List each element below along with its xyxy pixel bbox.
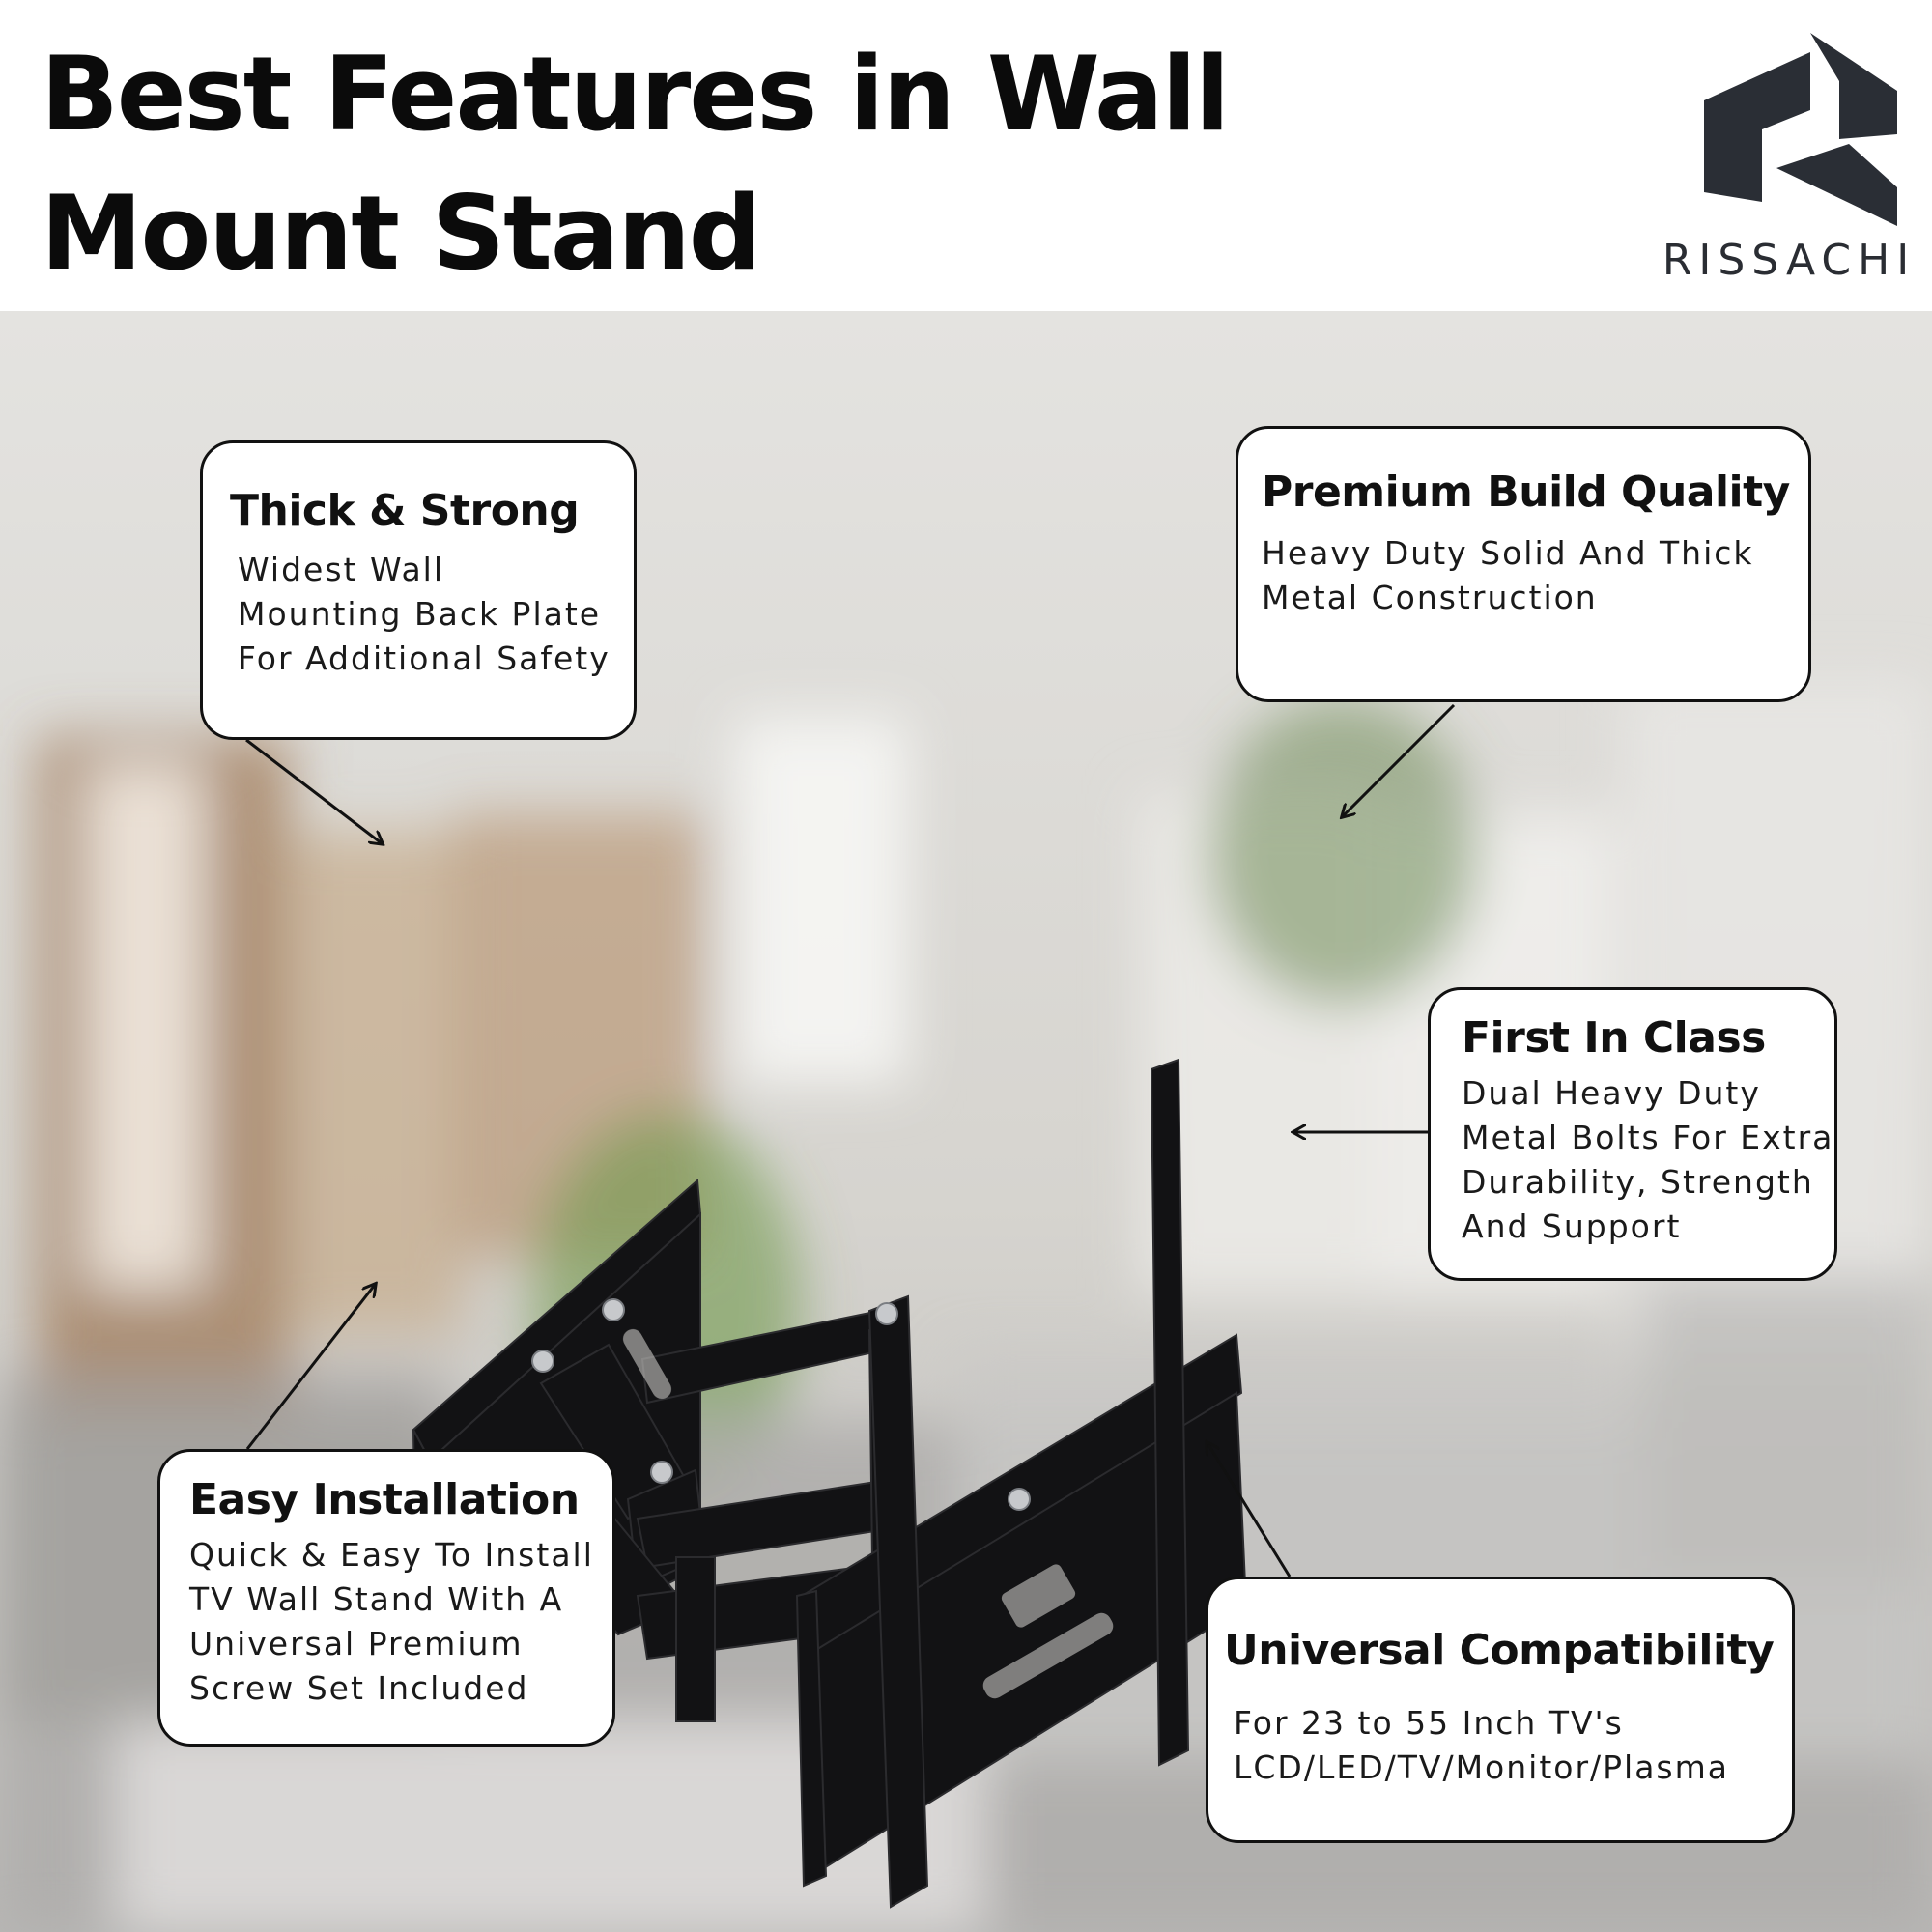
feature-card-premium-build: Premium Build Quality Heavy Duty Solid A… [1236, 426, 1811, 702]
feature-description: Dual Heavy Duty Metal Bolts For Extra Du… [1462, 1074, 1834, 1245]
feature-title: Premium Build Quality [1262, 468, 1790, 517]
feature-description: Widest Wall Mounting Back Plate For Addi… [238, 551, 611, 677]
feature-card-easy-installation: Easy Installation Quick & Easy To Instal… [157, 1449, 615, 1747]
page-title: Best Features in Wall Mount Stand [41, 35, 1230, 293]
feature-title: Thick & Strong [230, 486, 580, 535]
feature-card-first-in-class: First In Class Dual Heavy Duty Metal Bol… [1428, 987, 1837, 1281]
feature-title: First In Class [1462, 1013, 1766, 1063]
tv-wall-mount-bracket [386, 726, 1256, 1932]
brand-logo-icon [1704, 33, 1897, 226]
feature-description: Quick & Easy To Install TV Wall Stand Wi… [189, 1536, 594, 1707]
brand-logo: RISSACHI [1654, 33, 1924, 285]
brand-name: RISSACHI [1662, 236, 1917, 285]
feature-card-thick-strong: Thick & Strong Widest Wall Mounting Back… [200, 440, 637, 740]
feature-description: For 23 to 55 Inch TV's LCD/LED/TV/Monito… [1234, 1704, 1729, 1786]
feature-description: Heavy Duty Solid And Thick Metal Constru… [1262, 534, 1754, 616]
feature-title: Easy Installation [189, 1475, 580, 1524]
feature-title: Universal Compatibility [1224, 1626, 1775, 1675]
bracket-illustration [412, 1058, 1248, 1909]
feature-card-universal-compat: Universal Compatibility For 23 to 55 Inc… [1206, 1577, 1795, 1843]
header: Best Features in Wall Mount Stand RISSAC… [0, 0, 1932, 311]
